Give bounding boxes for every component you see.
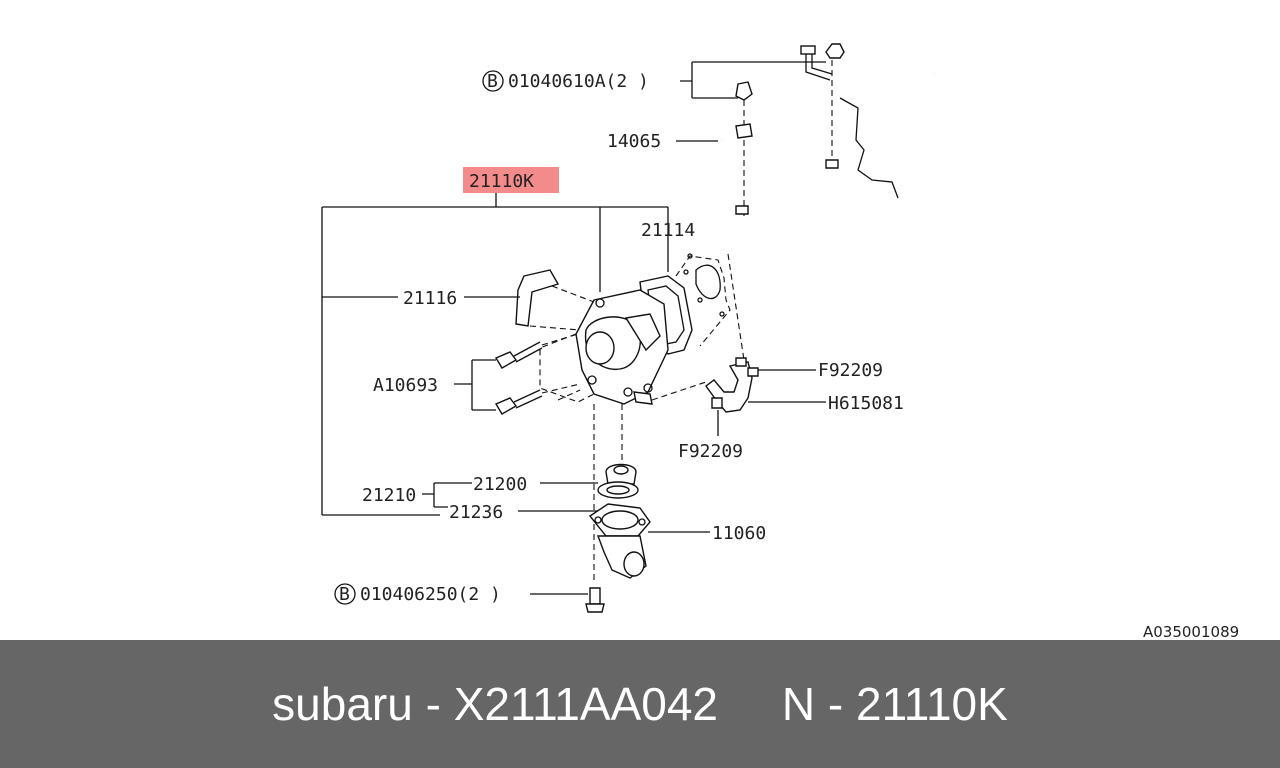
label-010406250: 010406250(2 ) bbox=[360, 584, 501, 605]
parts-diagram: B 01040610A(2 ) 14065 21110K bbox=[321, 43, 1239, 640]
label-21116: 21116 bbox=[403, 288, 457, 309]
label-f92209-top: F92209 bbox=[818, 360, 883, 381]
footer-sep-2: - bbox=[815, 678, 857, 730]
label-14065: 14065 bbox=[607, 131, 661, 152]
footer-sep-1: - bbox=[412, 678, 454, 730]
footer-part-number: X2111AA042 bbox=[453, 678, 719, 730]
water-pump-body bbox=[515, 253, 731, 405]
lower-housing-assembly bbox=[588, 404, 651, 580]
callout-bolt-bottom: B 010406250(2 ) bbox=[334, 583, 605, 613]
label-21200: 21200 bbox=[473, 474, 527, 495]
label-f92209-bottom: F92209 bbox=[678, 441, 743, 462]
bolt-top-mark: B bbox=[487, 71, 498, 92]
label-h615081: H615081 bbox=[828, 393, 904, 414]
diagram-ref-code: A035001089 bbox=[1143, 623, 1239, 640]
footer-bar: subaru - X2111AA042 N - 21110K bbox=[0, 640, 1280, 768]
label-21236: 21236 bbox=[449, 502, 503, 523]
callout-21116: 21116 bbox=[403, 288, 520, 309]
callout-bolt-top: B 01040610A(2 ) bbox=[482, 61, 826, 99]
callout-21114: 21114 bbox=[641, 220, 695, 241]
highlight-box bbox=[463, 167, 559, 193]
footer-code: 21110K bbox=[856, 678, 1008, 730]
label-21210: 21210 bbox=[362, 485, 416, 506]
label-21114: 21114 bbox=[641, 220, 695, 241]
bolt-bottom-mark: B bbox=[339, 584, 350, 605]
label-11060: 11060 bbox=[712, 523, 766, 544]
label-01040610a: 01040610A(2 ) bbox=[508, 71, 649, 92]
label-21110k: 21110K bbox=[469, 171, 534, 192]
hose-14065 bbox=[713, 43, 937, 361]
label-a10693: A10693 bbox=[373, 375, 438, 396]
callout-21110k: 21110K bbox=[321, 167, 669, 516]
callout-14065: 14065 bbox=[607, 131, 718, 152]
hose-h615081: F92209 H615081 F92209 bbox=[678, 357, 904, 462]
bolts-a10693: A10693 bbox=[373, 333, 581, 415]
footer-position: N bbox=[781, 678, 816, 730]
footer-gap bbox=[718, 677, 782, 731]
callout-seal-kit: 21200 21210 21236 11060 bbox=[362, 474, 766, 544]
footer-brand: subaru bbox=[272, 678, 413, 730]
